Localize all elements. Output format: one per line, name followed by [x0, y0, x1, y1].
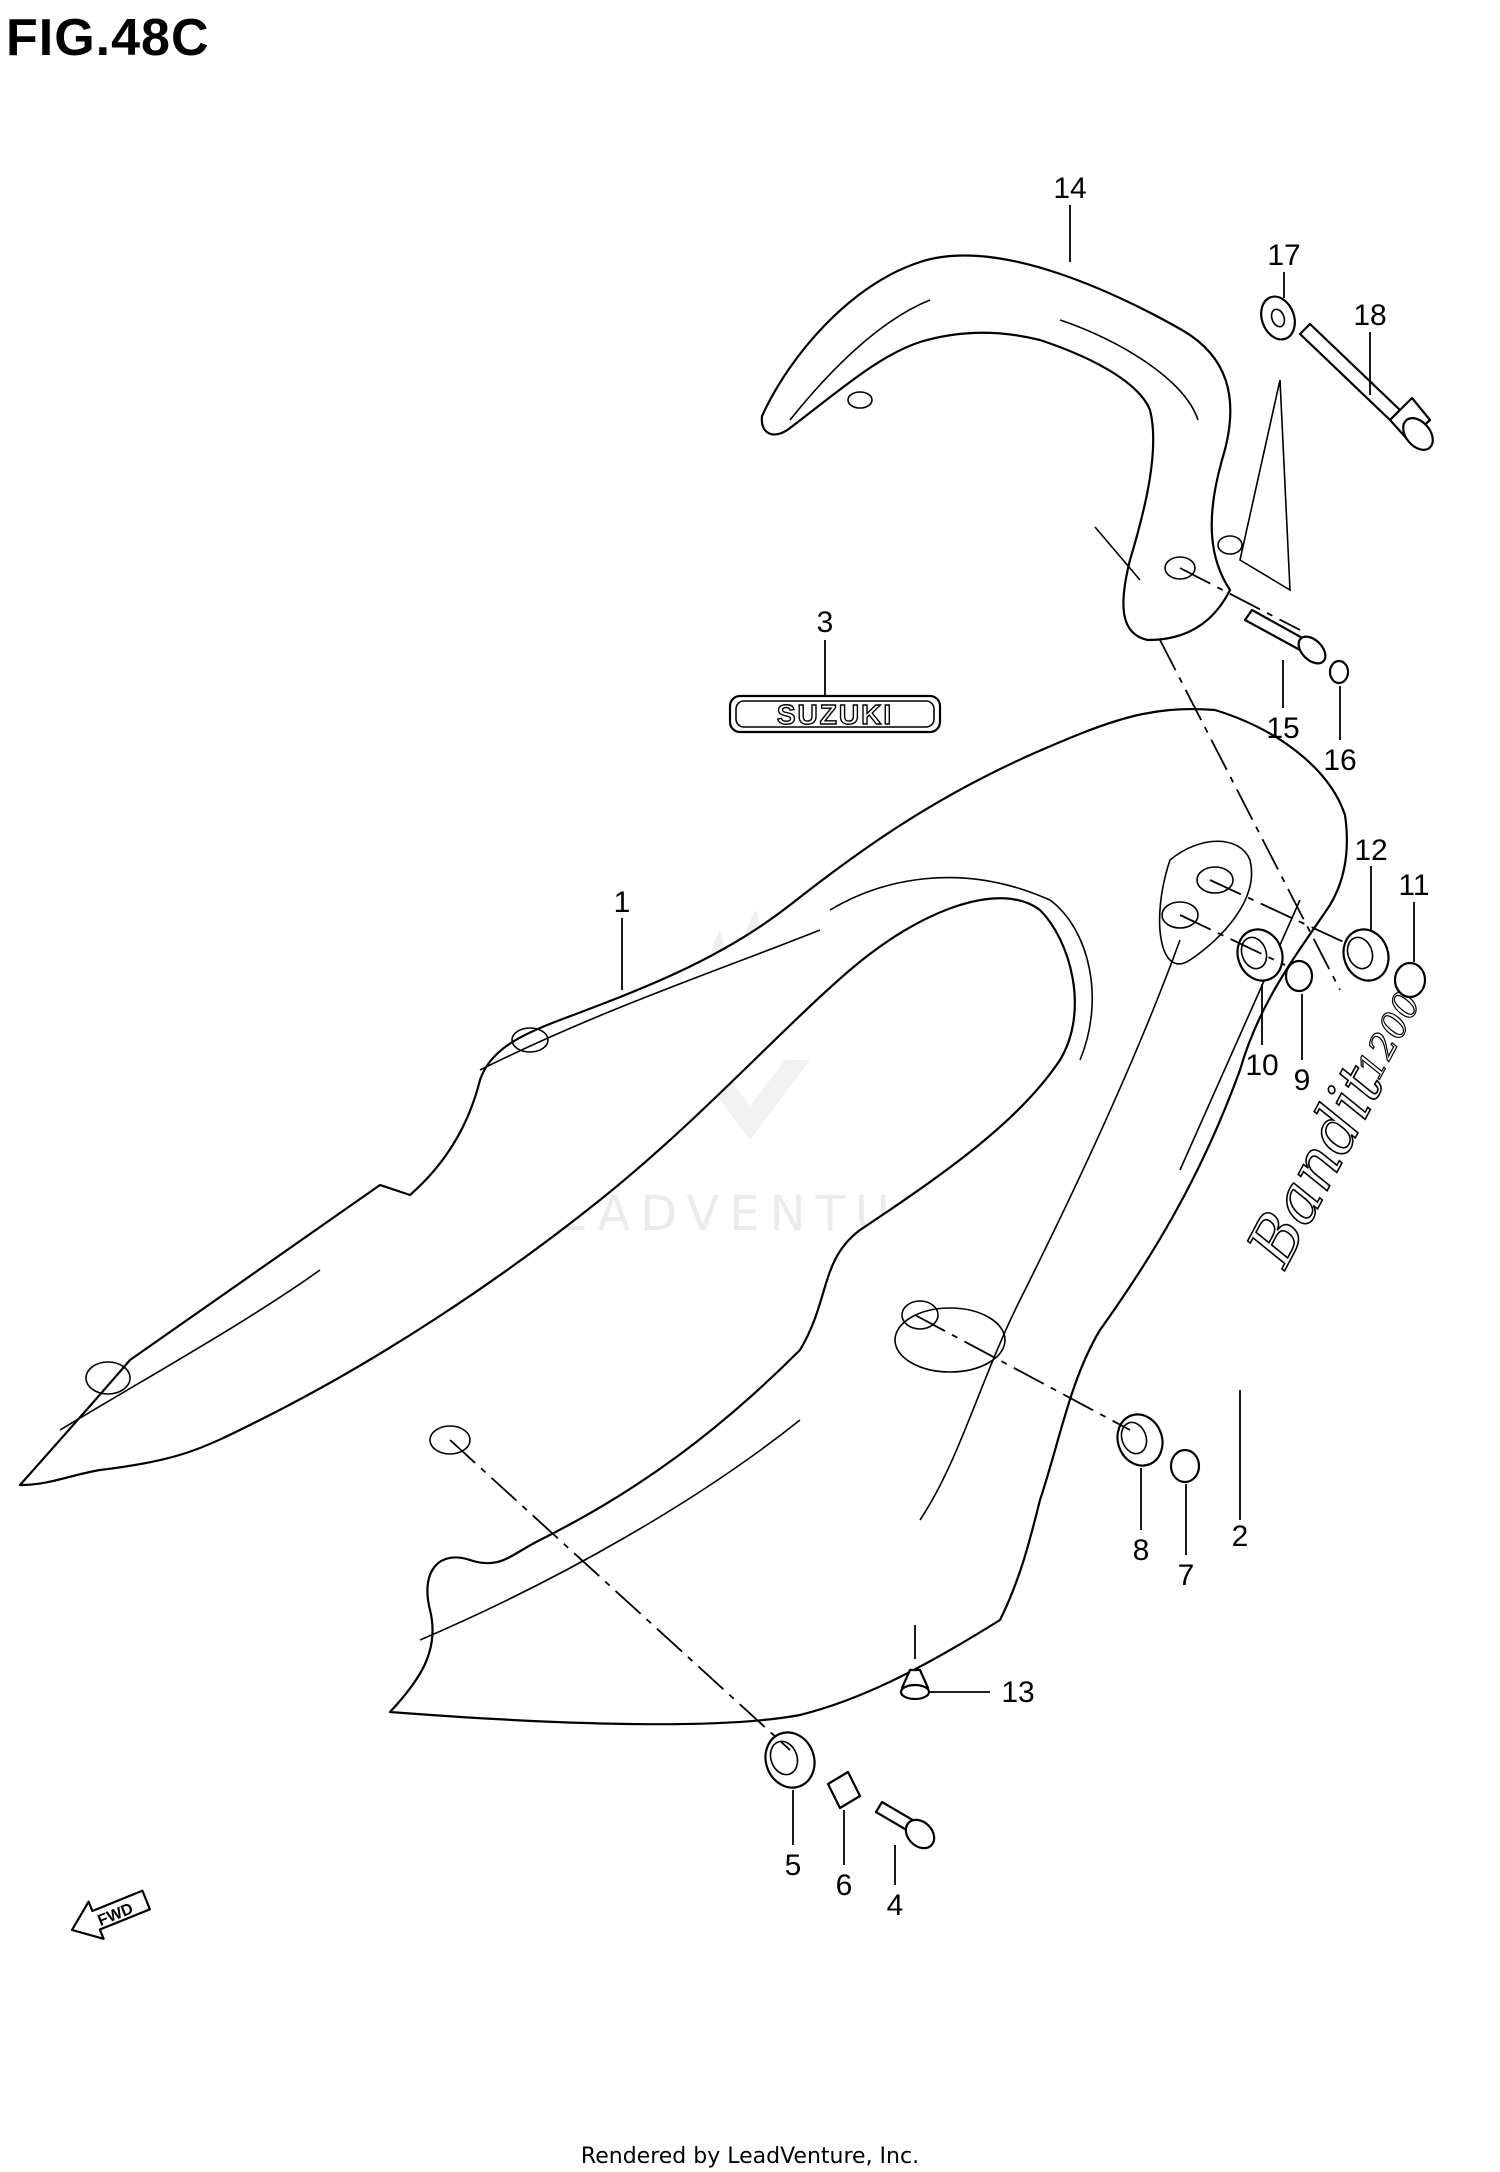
- grommet-10: [1236, 928, 1284, 982]
- collar-6: [826, 1770, 862, 1810]
- figure-title: FIG.48C: [6, 9, 210, 67]
- bandit-script-text: Bandit: [1233, 1054, 1399, 1278]
- suzuki-emblem-part: SUZUKI: [728, 694, 942, 734]
- washer-17: [1260, 295, 1296, 341]
- callout-17: 17: [1267, 239, 1300, 272]
- grommet-5: [764, 1731, 816, 1789]
- forward-arrow-icon: FWD: [70, 1889, 152, 1940]
- suzuki-emblem-text: SUZUKI: [777, 699, 893, 730]
- seat-tail-cowl-part: [18, 707, 1348, 1726]
- callout-12: 12: [1354, 834, 1387, 867]
- grommet-8: [1116, 1413, 1164, 1467]
- callout-8: 8: [1133, 1534, 1150, 1567]
- callout-5: 5: [785, 1849, 802, 1882]
- bolt-18: [1298, 322, 1434, 451]
- callout-11: 11: [1398, 869, 1429, 902]
- collar-11: [1393, 961, 1427, 999]
- grab-rail-part: [760, 254, 1291, 642]
- callout-1: 1: [614, 886, 631, 919]
- callout-4: 4: [887, 1889, 904, 1922]
- screw-13: [899, 1668, 931, 1701]
- callout-13: 13: [1001, 1676, 1034, 1709]
- footer-credit: Rendered by LeadVenture, Inc.: [580, 2144, 920, 2169]
- collar-9: [1284, 959, 1314, 993]
- grommet-12: [1342, 928, 1390, 982]
- callout-9: 9: [1294, 1064, 1311, 1097]
- collar-7: [1169, 1448, 1201, 1484]
- callout-16: 16: [1323, 744, 1356, 777]
- bolt-4: [874, 1800, 936, 1850]
- callout-3: 3: [817, 606, 834, 639]
- callout-numbers: 1 2 3 4 5 6 7 8 9 10 11 12 13 14 15 16 1…: [614, 172, 1430, 1922]
- cap-16: [1328, 659, 1350, 685]
- bandit-number-text: 1200: [1350, 986, 1429, 1086]
- callout-2: 2: [1232, 1520, 1249, 1553]
- callout-6: 6: [836, 1869, 853, 1902]
- callout-10: 10: [1245, 1049, 1278, 1082]
- leader-lines: [621, 205, 1415, 1885]
- callout-7: 7: [1178, 1559, 1195, 1592]
- bandit-decal-part: Bandit 1200: [1233, 985, 1430, 1279]
- callout-15: 15: [1266, 712, 1299, 745]
- assembly-lines: [449, 567, 1351, 1751]
- hardware-parts: [764, 295, 1434, 1850]
- bolt-15: [1243, 608, 1327, 665]
- callout-18: 18: [1353, 299, 1386, 332]
- callout-14: 14: [1053, 172, 1086, 205]
